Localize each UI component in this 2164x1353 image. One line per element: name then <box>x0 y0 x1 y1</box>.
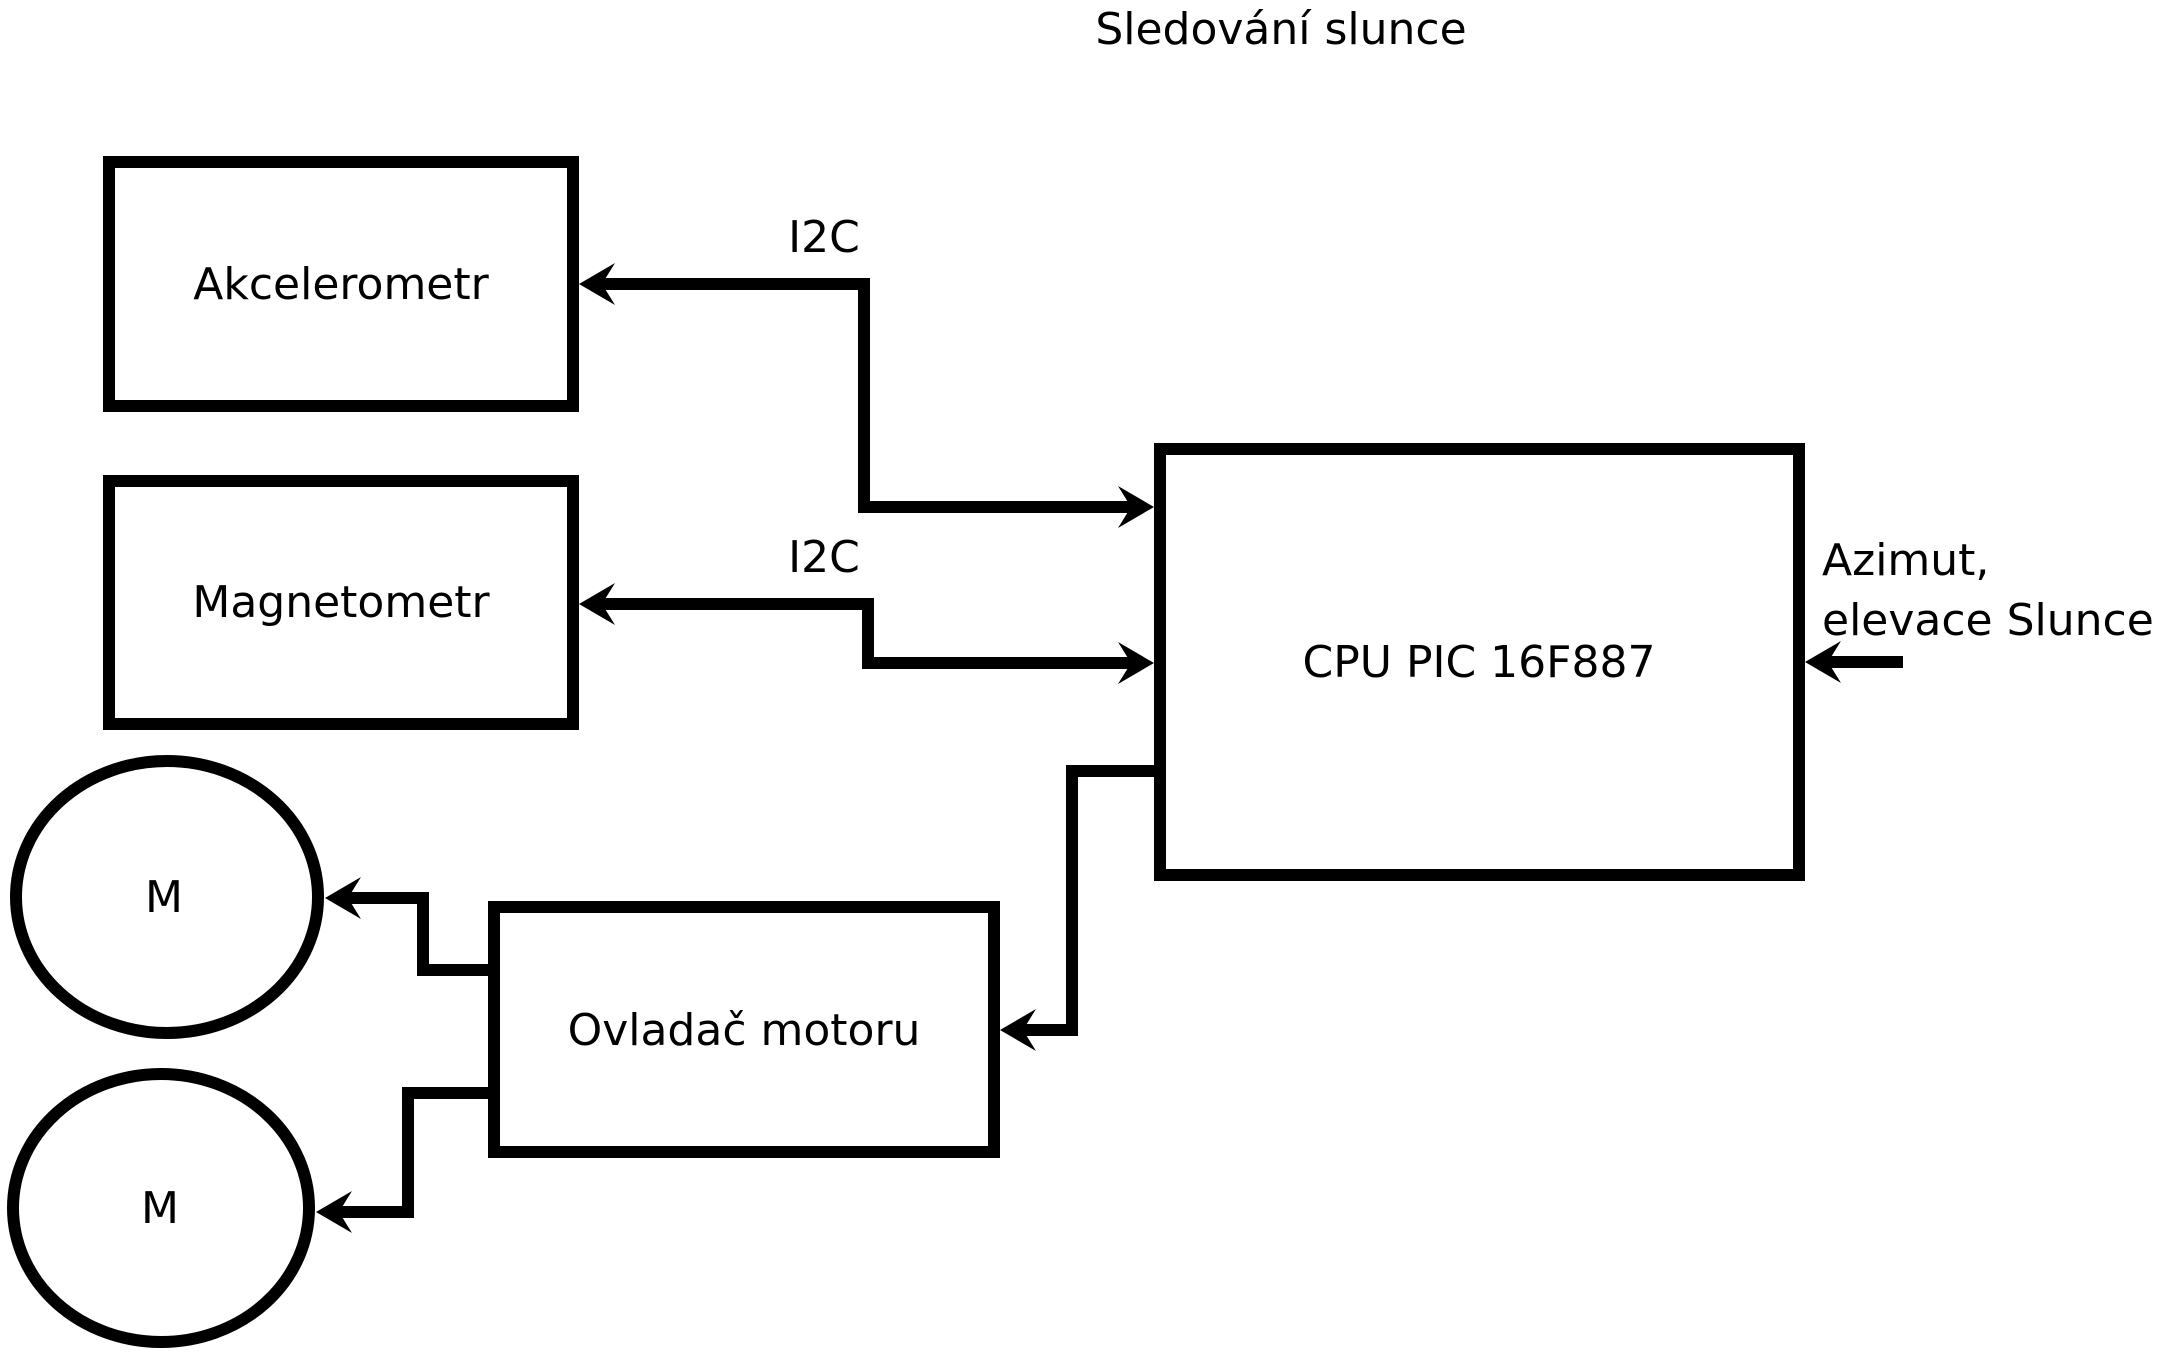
wire-driver-to-motor-1 <box>348 892 494 976</box>
motor-2-circle <box>7 1068 315 1348</box>
diagram-title: Sledování slunce <box>1095 4 1466 55</box>
wire-i2c-magnetometr <box>602 598 1131 669</box>
arrowhead-into-motor-1 <box>325 877 361 919</box>
wire-cpu-to-motor-driver <box>1023 765 1160 1036</box>
wire-i2c-akcelerometr <box>602 278 1131 513</box>
motor-1-circle <box>10 755 324 1039</box>
block-cpu <box>1154 443 1805 881</box>
motor-1-label: M <box>145 872 183 923</box>
i2c-label-magnetometr: I2C <box>788 532 860 583</box>
azimut-label-line-1: Azimut, <box>1822 535 1989 586</box>
i2c-label-akcelerometr: I2C <box>788 212 860 263</box>
arrowhead-akcelerometr-into-cpu <box>1118 486 1154 528</box>
arrowhead-magnetometr-into-cpu <box>1118 642 1154 684</box>
block-akcelerometr <box>103 156 579 412</box>
block-cpu-label: CPU PIC 16F887 <box>1303 637 1656 688</box>
arrowhead-into-magnetometr <box>579 583 615 625</box>
wire-driver-to-motor-2 <box>339 1087 494 1218</box>
block-magnetometr-label: Magnetometr <box>192 577 490 628</box>
motor-2-label: M <box>141 1183 179 1234</box>
block-motor-driver-label: Ovladač motoru <box>568 1005 921 1056</box>
block-motor-driver <box>488 901 1000 1158</box>
azimut-label-line-2: elevace Slunce <box>1822 595 2154 646</box>
arrowhead-into-akcelerometr <box>579 263 615 305</box>
arrowhead-into-motor-2 <box>316 1191 352 1233</box>
block-akcelerometr-label: Akcelerometr <box>193 259 489 310</box>
arrowhead-azimut-into-cpu <box>1805 641 1841 683</box>
arrowhead-into-motor-driver <box>1000 1009 1036 1051</box>
block-magnetometr <box>103 475 579 730</box>
